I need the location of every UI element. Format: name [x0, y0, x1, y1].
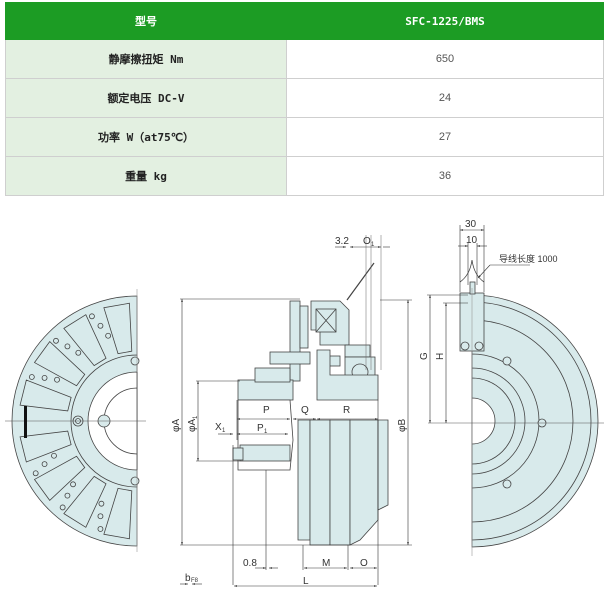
- disc-hole: [32, 470, 39, 477]
- disc-hole: [41, 461, 48, 468]
- technical-drawing: 3.2 O 1 P Q R P 1 X 1 φA φA 1 φB 0.8 M O…: [5, 219, 604, 587]
- dim-x1-sub: 1: [222, 428, 226, 434]
- row-value: 27: [286, 117, 604, 157]
- dimension-lines: [180, 246, 412, 587]
- disc-hole: [59, 504, 66, 511]
- disc-slot: [103, 302, 133, 355]
- disc-hole: [41, 374, 48, 381]
- lead-length-label: 导线长度 1000: [499, 253, 558, 264]
- dim-p1: P: [257, 423, 264, 434]
- disc-hole: [105, 332, 112, 339]
- header-model-label: 型号: [5, 2, 287, 40]
- dim-phi-a1: φA: [187, 419, 198, 432]
- row-label: 功率 W（at75℃）: [5, 117, 287, 157]
- key-mark: [24, 406, 27, 438]
- disc-hole: [53, 337, 59, 344]
- disc-hole: [97, 513, 104, 520]
- table-row: 重量 kg 36: [5, 156, 604, 196]
- disc-slot: [63, 314, 107, 367]
- dim-q: Q: [301, 405, 309, 416]
- row-value: 24: [286, 78, 604, 118]
- dim-phi-a1-sub: 1: [193, 415, 199, 419]
- dim-o: O: [360, 558, 368, 569]
- dim-o1-sub: 1: [371, 242, 375, 248]
- disc-slot: [63, 475, 107, 528]
- dim-p: P: [263, 405, 270, 416]
- table-row: 功率 W（at75℃） 27: [5, 117, 604, 157]
- disc-slot: [103, 487, 133, 540]
- dim-l: L: [303, 576, 309, 587]
- dim-r: R: [343, 405, 350, 416]
- dim-m: M: [322, 558, 330, 569]
- dim-o1: O: [363, 236, 371, 247]
- disc-hole: [64, 343, 71, 350]
- table-row: 静摩擦扭矩 Nm 650: [5, 39, 604, 79]
- dim-3-2: 3.2: [335, 236, 349, 247]
- spec-table: 型号 SFC-1225/BMS 静摩擦扭矩 Nm 650 额定电压 DC-V 2…: [5, 2, 604, 196]
- disc-hole: [54, 376, 60, 383]
- disc-hole: [70, 481, 76, 488]
- disc-slot: [33, 340, 86, 387]
- disc-slot: [19, 379, 72, 412]
- front-view-slots: [19, 302, 133, 540]
- front-view-holes: [28, 313, 112, 532]
- dim-p1-sub: 1: [264, 429, 268, 435]
- disc-hole: [97, 322, 104, 329]
- disc-hole: [64, 492, 71, 499]
- disc-slot: [33, 455, 86, 502]
- row-label: 静摩擦扭矩 Nm: [5, 39, 287, 79]
- disc-hole: [75, 349, 82, 356]
- disc-hole: [89, 313, 95, 320]
- row-label: 额定电压 DC-V: [5, 78, 287, 118]
- dim-0-8: 0.8: [243, 558, 257, 569]
- disc-slot: [19, 430, 72, 463]
- dim-b-sub: F8: [191, 578, 199, 584]
- table-header-row: 型号 SFC-1225/BMS: [5, 2, 604, 40]
- end-view-disc: [459, 281, 599, 548]
- dim-h: H: [435, 353, 446, 360]
- row-label: 重量 kg: [5, 156, 287, 196]
- end-view-dims: [427, 225, 530, 423]
- row-value: 650: [286, 39, 604, 79]
- dim-g: G: [419, 352, 430, 360]
- dim-30: 30: [465, 219, 477, 230]
- table-row: 额定电压 DC-V 24: [5, 78, 604, 118]
- disc-hole: [51, 452, 57, 459]
- dim-x1: X: [215, 422, 222, 433]
- dim-b: b: [185, 573, 191, 584]
- disc-hole: [98, 500, 105, 507]
- dim-phi-a: φA: [171, 419, 182, 432]
- disc-hole: [28, 374, 35, 380]
- dim-phi-b: φB: [397, 419, 408, 432]
- section-view: [232, 300, 389, 546]
- disc-hole: [97, 526, 104, 532]
- header-model-value: SFC-1225/BMS: [286, 2, 604, 40]
- dim-10: 10: [466, 235, 478, 246]
- row-value: 36: [286, 156, 604, 196]
